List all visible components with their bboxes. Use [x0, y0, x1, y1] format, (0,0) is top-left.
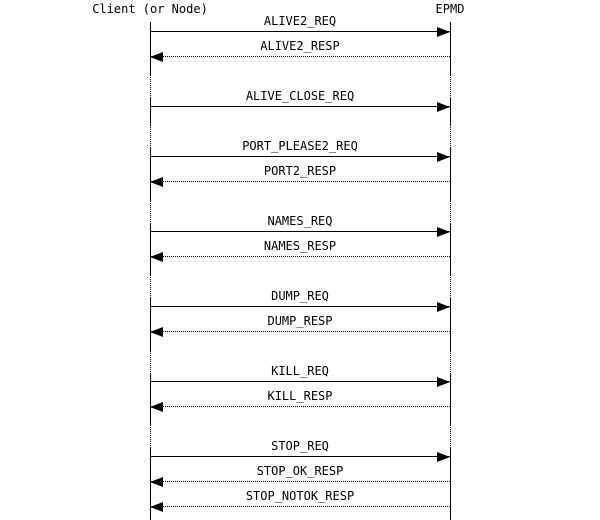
actor-label-client: Client (or Node) [92, 2, 208, 16]
arrow-right-icon [437, 152, 450, 162]
message-label: STOP_NOTOK_RESP [245, 489, 355, 503]
message-label: KILL_RESP [267, 389, 333, 403]
arrow-left-icon [150, 327, 163, 337]
lifeline-solid-segment [150, 298, 151, 351]
arrow-left-icon [150, 502, 163, 512]
message-line-solid [150, 306, 450, 307]
message-line-dotted [150, 56, 450, 57]
lifeline-solid-segment [150, 148, 151, 201]
arrow-right-icon [437, 302, 450, 312]
message-label: STOP_REQ [271, 439, 329, 453]
lifeline-solid-segment [450, 148, 451, 201]
message-label: PORT_PLEASE2_REQ [242, 139, 358, 153]
message-line-solid [150, 381, 450, 382]
lifeline-solid-segment [450, 223, 451, 276]
message-line-solid [150, 231, 450, 232]
arrow-right-icon [437, 377, 450, 387]
arrow-left-icon [150, 52, 163, 62]
message-label: NAMES_REQ [267, 214, 333, 228]
lifeline-solid-segment [450, 373, 451, 426]
lifeline-solid-segment [450, 22, 451, 76]
message-label: ALIVE_CLOSE_REQ [245, 89, 355, 103]
message-line-dotted [150, 506, 450, 507]
message-line-solid [150, 456, 450, 457]
arrow-right-icon [437, 452, 450, 462]
message-label: DUMP_RESP [267, 314, 333, 328]
message-label: NAMES_RESP [263, 239, 337, 253]
lifeline-solid-segment [450, 98, 451, 126]
arrow-left-icon [150, 177, 163, 187]
message-line-solid [150, 106, 450, 107]
message-label: STOP_OK_RESP [256, 464, 344, 478]
lifeline-solid-segment [450, 298, 451, 351]
message-line-dotted [150, 331, 450, 332]
message-line-dotted [150, 181, 450, 182]
arrow-right-icon [437, 102, 450, 112]
arrow-left-icon [150, 477, 163, 487]
message-label: DUMP_REQ [271, 289, 329, 303]
message-label: ALIVE2_RESP [260, 39, 340, 53]
lifeline-solid-segment [150, 98, 151, 126]
message-line-dotted [150, 256, 450, 257]
message-label: ALIVE2_REQ [263, 14, 337, 28]
message-label: PORT2_RESP [263, 164, 337, 178]
message-line-solid [150, 31, 450, 32]
message-line-solid [150, 156, 450, 157]
lifeline-solid-segment [150, 373, 151, 426]
arrow-left-icon [150, 252, 163, 262]
lifeline-solid-segment [450, 448, 451, 520]
lifeline-solid-segment [150, 22, 151, 76]
arrow-right-icon [437, 27, 450, 37]
message-line-dotted [150, 406, 450, 407]
arrow-right-icon [437, 227, 450, 237]
lifeline-solid-segment [150, 223, 151, 276]
actor-label-epmd: EPMD [435, 2, 465, 16]
message-label: KILL_REQ [271, 364, 329, 378]
arrow-left-icon [150, 402, 163, 412]
message-line-dotted [150, 481, 450, 482]
